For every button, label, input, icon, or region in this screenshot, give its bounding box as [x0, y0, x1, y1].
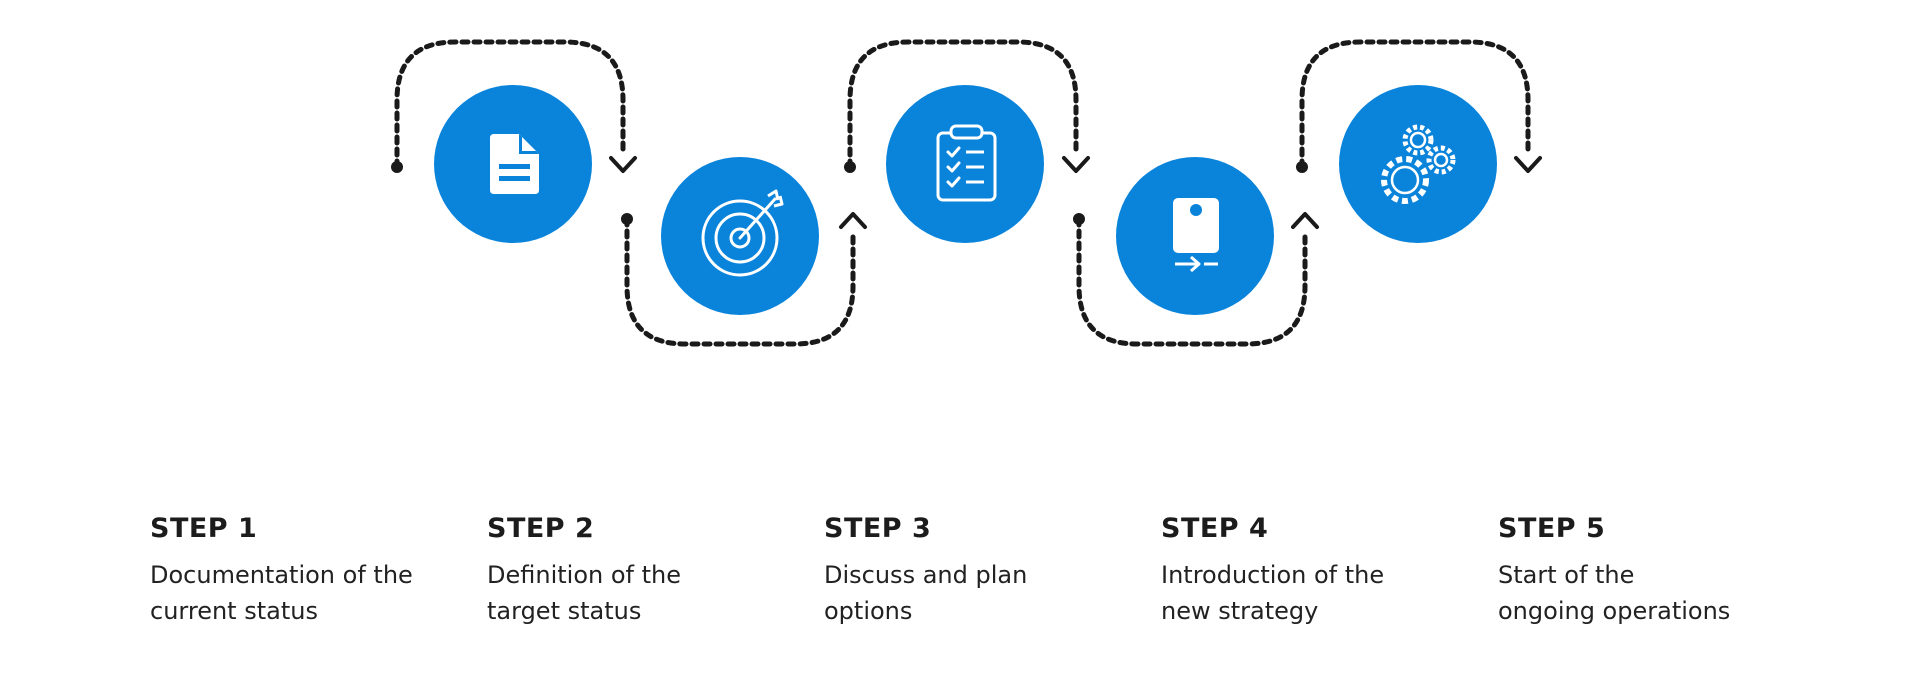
step-1-description-line-2: current status [150, 597, 318, 625]
connector-top-1 [394, 39, 626, 170]
step-5-title: STEP 5 [1498, 513, 1606, 544]
step-1-description-line-1: Documentation of the [150, 561, 413, 589]
step-3-card: STEP 3 Discuss and plan options [824, 511, 1124, 629]
step-4-card: STEP 4 Introduction of the new strategy [1161, 511, 1461, 629]
step-2-title: STEP 2 [487, 513, 595, 544]
step-4-description: Introduction of the new strategy [1161, 557, 1461, 629]
gears-icon [1381, 124, 1456, 204]
step-1-description: Documentation of the current status [150, 557, 450, 629]
step-1-card: STEP 1 Documentation of the current stat… [150, 511, 450, 629]
step-3-node [886, 85, 1044, 243]
step-2-description-line-1: Definition of the [487, 561, 681, 589]
connector-start-dot-2 [621, 213, 633, 225]
step-2-card: STEP 2 Definition of the target status [487, 511, 787, 629]
step-4-title: STEP 4 [1161, 513, 1269, 544]
connector-arrow-down-5 [1514, 156, 1542, 173]
step-3-description-line-1: Discuss and plan [824, 561, 1028, 589]
connector-start-dot-5 [1296, 161, 1308, 173]
step-5-card: STEP 5 Start of the ongoing operations [1498, 511, 1798, 629]
step-5-description-line-1: Start of the [1498, 561, 1635, 589]
connector-arrow-down-1 [609, 156, 637, 173]
connector-arrow-up-2 [839, 212, 867, 229]
step-2-node [661, 157, 819, 315]
document-icon [490, 134, 539, 194]
connector-arrow-up-4 [1291, 212, 1319, 229]
step-3-description: Discuss and plan options [824, 557, 1124, 629]
connector-bottom-4 [1076, 216, 1308, 347]
step-1-node [434, 85, 592, 243]
step-1-title: STEP 1 [150, 513, 258, 544]
connector-start-dot-4 [1073, 213, 1085, 225]
step-3-title: STEP 3 [824, 513, 932, 544]
step-4-description-line-2: new strategy [1161, 597, 1319, 625]
connector-start-dot-3 [844, 161, 856, 173]
connector-arrow-down-3 [1062, 156, 1090, 173]
connector-top-3 [847, 39, 1079, 170]
device-transfer-icon [1173, 198, 1219, 273]
step-2-description-line-2: target status [487, 597, 642, 625]
step-2-description: Definition of the target status [487, 557, 787, 629]
clipboard-checklist-icon [936, 124, 997, 202]
step-5-description: Start of the ongoing operations [1498, 557, 1798, 629]
step-4-description-line-1: Introduction of the [1161, 561, 1385, 589]
connector-start-dot-1 [391, 161, 403, 173]
step-3-description-line-2: options [824, 597, 913, 625]
connector-top-5 [1299, 39, 1531, 170]
connector-bottom-2 [624, 216, 856, 347]
step-5-description-line-2: ongoing operations [1498, 597, 1731, 625]
step-5-node [1339, 85, 1497, 243]
target-icon [701, 189, 784, 277]
step-4-node [1116, 157, 1274, 315]
